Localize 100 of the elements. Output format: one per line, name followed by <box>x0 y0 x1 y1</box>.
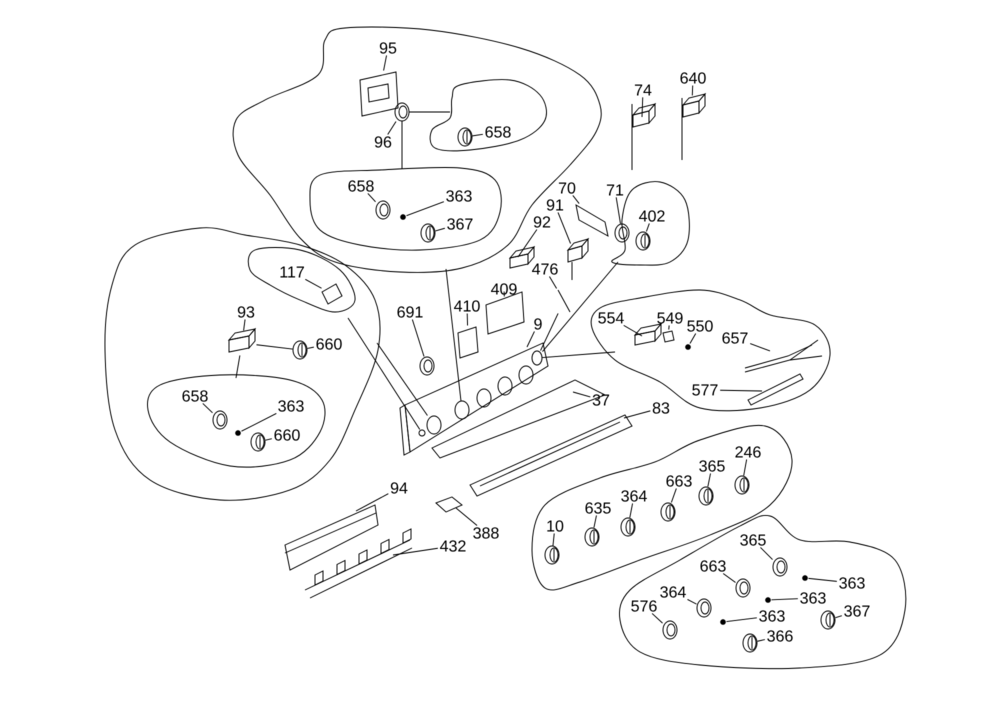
callout-number: 410 <box>454 300 480 312</box>
callout-number: 549 <box>657 312 683 324</box>
knob <box>250 432 266 452</box>
bracket <box>304 528 412 598</box>
callout-number: 70 <box>558 182 576 194</box>
leader-line <box>202 403 213 414</box>
ring <box>696 598 712 618</box>
leader-line <box>616 196 621 224</box>
connector-line <box>256 344 293 350</box>
leader-line <box>304 278 322 289</box>
leader-line <box>572 392 591 398</box>
ring <box>614 224 630 242</box>
leader-line <box>726 617 758 622</box>
callout-number: 71 <box>606 184 624 196</box>
hole <box>418 430 426 436</box>
leader-line <box>722 573 736 583</box>
connector-line <box>542 262 618 352</box>
cloud-outline <box>619 514 906 670</box>
leader-line <box>743 459 748 476</box>
leader-line <box>526 331 535 348</box>
callout-number: 476 <box>532 263 558 275</box>
leader-line <box>652 612 663 624</box>
leader-line <box>265 438 272 441</box>
callout-number: 550 <box>687 320 713 332</box>
callout-number: 657 <box>722 332 748 344</box>
knob <box>742 634 758 652</box>
callout-number: 246 <box>735 446 761 458</box>
knob <box>544 546 560 564</box>
leader-line <box>629 503 634 518</box>
callout-number: 37 <box>592 394 610 406</box>
callout-number: 658 <box>348 180 374 192</box>
leader-line <box>642 96 644 118</box>
knob <box>734 476 750 494</box>
connector-line <box>236 355 240 378</box>
connector-line <box>376 342 428 416</box>
knob <box>420 224 436 242</box>
leader-line <box>241 413 277 432</box>
nut <box>802 575 808 581</box>
leader-line <box>367 193 376 202</box>
callout-number: 117 <box>280 266 304 278</box>
leader-line <box>760 546 773 560</box>
leader-line <box>623 324 642 336</box>
callout-number: 83 <box>652 402 670 414</box>
leader-line <box>624 410 651 418</box>
callout-number: 577 <box>692 384 718 396</box>
leader-line <box>307 346 314 349</box>
leader-line <box>356 493 389 512</box>
leader-line <box>808 578 838 582</box>
leader-line <box>720 390 762 392</box>
knob <box>636 232 650 250</box>
leader-line <box>548 276 558 289</box>
cloud-outline <box>309 166 502 251</box>
switch <box>632 102 656 170</box>
callout-number: 663 <box>666 475 692 487</box>
leader-line <box>707 473 711 487</box>
nut <box>765 597 771 603</box>
callout-number: 364 <box>660 586 686 598</box>
hole <box>476 388 492 408</box>
callout-number: 366 <box>767 630 793 642</box>
cloud-outline <box>147 374 326 468</box>
callout-number: 365 <box>740 534 766 546</box>
connector-line <box>348 318 420 430</box>
leader-line <box>750 343 770 352</box>
nut <box>685 344 691 350</box>
callout-number: 95 <box>380 42 396 54</box>
callout-number: 432 <box>440 540 466 552</box>
callout-number: 363 <box>446 190 472 202</box>
leader-line <box>466 313 468 326</box>
callout-number: 363 <box>839 577 865 589</box>
knob <box>292 340 308 360</box>
nut <box>235 430 241 436</box>
leader-line <box>757 639 766 642</box>
pin <box>558 290 570 312</box>
leader-line <box>670 488 677 503</box>
leader-line <box>435 228 446 232</box>
callout-number: 363 <box>278 400 304 412</box>
leader-line <box>412 319 424 357</box>
hole <box>518 366 534 384</box>
callout-number: 9 <box>534 318 542 330</box>
leader-line <box>668 325 670 330</box>
leader-line <box>552 532 555 546</box>
callout-number: 660 <box>274 429 300 441</box>
leader-line <box>392 548 438 556</box>
leader-line <box>687 599 697 605</box>
ring <box>376 200 390 220</box>
leader-line <box>594 515 597 528</box>
leader-line <box>406 201 444 216</box>
leader-line <box>504 291 505 297</box>
callout-number: 92 <box>534 216 550 228</box>
switch <box>682 92 706 160</box>
callout-number: 363 <box>800 592 826 604</box>
knob <box>458 128 472 146</box>
leader-line <box>383 55 388 71</box>
leader-line <box>387 121 396 135</box>
callout-number: 576 <box>631 600 657 612</box>
callout-number: 388 <box>473 527 499 539</box>
knob <box>820 610 836 630</box>
callout-number: 409 <box>491 283 517 295</box>
nut <box>400 214 406 220</box>
callout-number: 367 <box>844 605 870 617</box>
